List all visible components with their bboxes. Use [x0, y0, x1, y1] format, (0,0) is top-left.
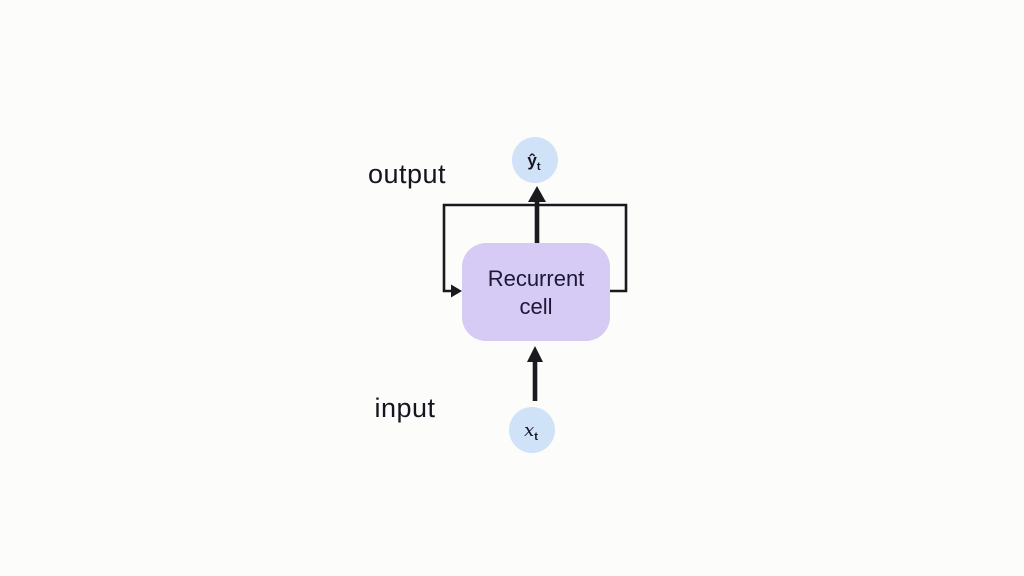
output-node-subscript: t: [537, 161, 541, 173]
input-node-circle: [509, 407, 555, 453]
input-node-label: xt: [524, 420, 538, 443]
recurrent-cell-label-line1: Recurrent: [488, 266, 585, 291]
input-node-subscript: t: [534, 431, 538, 443]
output-node-circle: [512, 137, 558, 183]
input-label: input: [374, 393, 435, 423]
output-node-symbol: ŷ: [527, 151, 537, 170]
output-label: output: [368, 159, 446, 189]
output-node-label: ŷt: [527, 151, 540, 173]
input-node-symbol: x: [524, 420, 534, 441]
feedback-loop-arrowhead-icon: [451, 284, 462, 298]
output-arrowhead-icon: [528, 186, 546, 202]
recurrent-cell-label-line2: cell: [519, 294, 552, 319]
input-arrowhead-icon: [527, 346, 543, 362]
recurrent-cell-box: [462, 243, 610, 341]
